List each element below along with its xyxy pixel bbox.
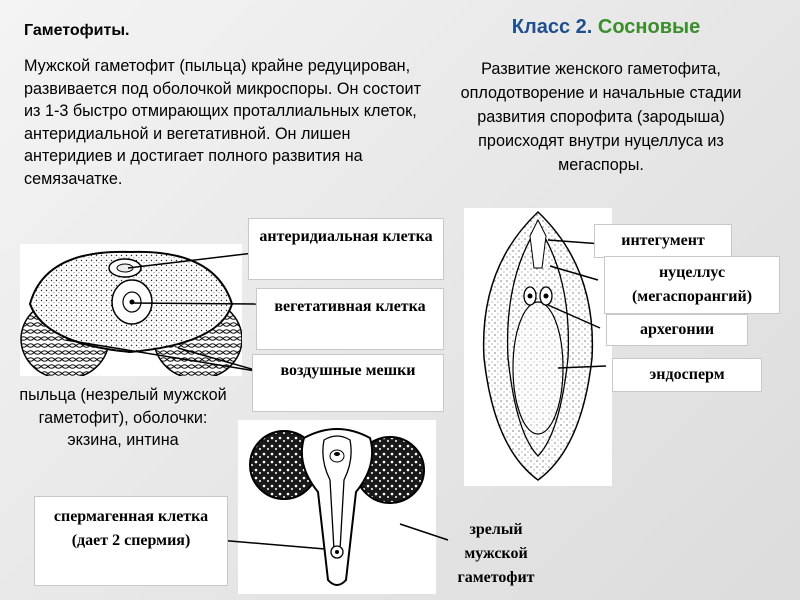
class-title: Класс 2. Сосновые — [456, 16, 756, 39]
pollen-caption: пыльца (незрелый мужской гаметофит), обо… — [19, 386, 227, 449]
label-antheridial-cell: антеридиальная клетка — [248, 218, 444, 280]
label-endosperm: эндосперм — [612, 358, 762, 392]
pollen-grain-illustration — [20, 244, 242, 376]
label-integument: интегумент — [594, 224, 732, 258]
class-name: Сосновые — [597, 16, 701, 38]
female-gametophyte-description: Развитие женского гаметофита, оплодотвор… — [460, 60, 742, 174]
label-vegetative-cell: вегетативная клетка — [256, 288, 444, 350]
label-mature-gametophyte: зрелый мужской гаметофит — [457, 521, 535, 586]
label-archegonia: архегонии — [606, 314, 748, 346]
label-air-sacs: воздушные мешки — [252, 354, 444, 412]
mature-gametophyte-illustration — [238, 420, 436, 594]
male-gametophyte-description: Мужской гаметофит (пыльца) крайне редуци… — [24, 57, 421, 188]
section-heading: Гаметофиты. — [24, 22, 130, 39]
ovule-illustration — [464, 208, 612, 486]
label-spermagenous-cell: спермагенная клетка (дает 2 спермия) — [34, 496, 228, 586]
class-number: Класс 2. — [511, 16, 593, 38]
label-nucellus: нуцеллус (мегаспорангий) — [604, 256, 780, 314]
